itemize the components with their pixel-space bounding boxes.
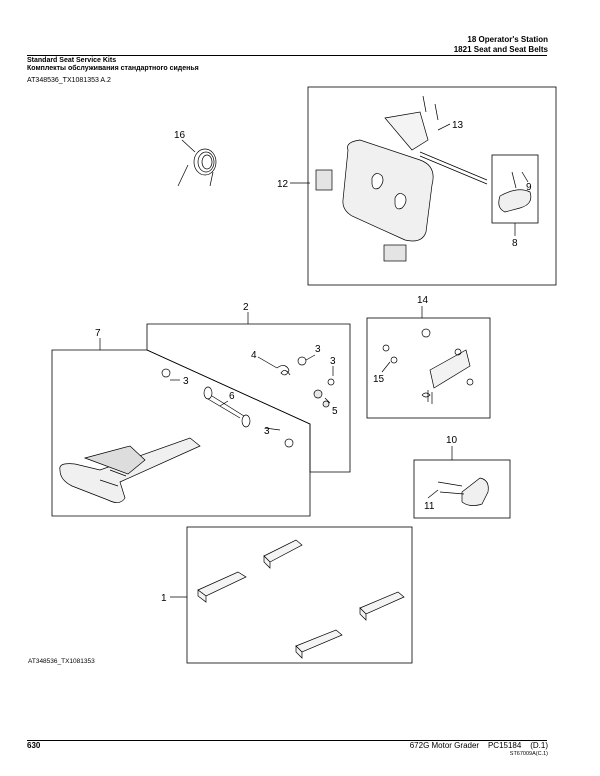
foam-block-part-1 bbox=[197, 539, 405, 659]
callout-12: 12 bbox=[277, 179, 289, 190]
handle-part-10 bbox=[437, 477, 489, 506]
clip-part-3a bbox=[297, 356, 307, 366]
callout-2: 2 bbox=[243, 302, 249, 313]
footer-code: ST67009A(C.1) bbox=[509, 751, 548, 757]
clip-part-3d bbox=[284, 438, 294, 448]
figure-id-top: AT348536_TX1081353 A.2 bbox=[27, 77, 111, 84]
spring-rod-part-6 bbox=[203, 386, 251, 428]
footer-rule bbox=[27, 740, 547, 741]
latch-part-8 bbox=[498, 171, 532, 213]
figure-id-bottom: AT348536_TX1081353 bbox=[28, 658, 95, 665]
kit-box-12 bbox=[307, 86, 557, 286]
callout-16: 16 bbox=[174, 130, 186, 141]
callout-7: 7 bbox=[95, 328, 101, 339]
kit-box-14 bbox=[366, 317, 491, 419]
subsection-title: 1821 Seat and Seat Belts bbox=[453, 45, 548, 54]
nut-part-5 bbox=[313, 389, 330, 408]
callout-1: 1 bbox=[161, 593, 167, 604]
callout-15: 15 bbox=[373, 374, 385, 385]
callout-13: 13 bbox=[452, 120, 464, 131]
bracket-part-14 bbox=[382, 328, 474, 404]
callout-3c: 3 bbox=[183, 376, 189, 387]
callout-3d: 3 bbox=[264, 426, 270, 437]
kit-box-10 bbox=[413, 459, 511, 519]
header-rule bbox=[27, 55, 547, 56]
seat-frame-part-7 bbox=[59, 437, 201, 503]
clip-part-3c bbox=[161, 368, 171, 378]
spring-part-16 bbox=[177, 148, 217, 187]
callout-3a: 3 bbox=[315, 344, 321, 355]
clip-part-3b bbox=[327, 378, 335, 386]
callout-5: 5 bbox=[332, 406, 338, 417]
section-title: 18 Operator's Station bbox=[467, 35, 548, 44]
page-title-russian: Комплекты обслуживания стандартного сиде… bbox=[27, 65, 199, 72]
callout-11: 11 bbox=[424, 501, 435, 512]
page-number: 630 bbox=[27, 741, 41, 750]
callout-3b: 3 bbox=[330, 356, 336, 367]
page-title-english: Standard Seat Service Kits bbox=[27, 57, 117, 64]
callout-4: 4 bbox=[251, 350, 257, 361]
callout-10: 10 bbox=[446, 435, 458, 446]
kit-box-7 bbox=[51, 349, 311, 517]
spring-part-4 bbox=[276, 365, 291, 376]
seat-back-part-12 bbox=[315, 95, 488, 262]
callout-14: 14 bbox=[417, 295, 429, 306]
kit-box-1 bbox=[186, 526, 413, 664]
callout-8: 8 bbox=[512, 238, 518, 249]
footer-document: 672G Motor Grader PC15184 (D.1) bbox=[409, 741, 548, 750]
callout-9: 9 bbox=[526, 182, 532, 193]
callout-6: 6 bbox=[229, 391, 235, 402]
